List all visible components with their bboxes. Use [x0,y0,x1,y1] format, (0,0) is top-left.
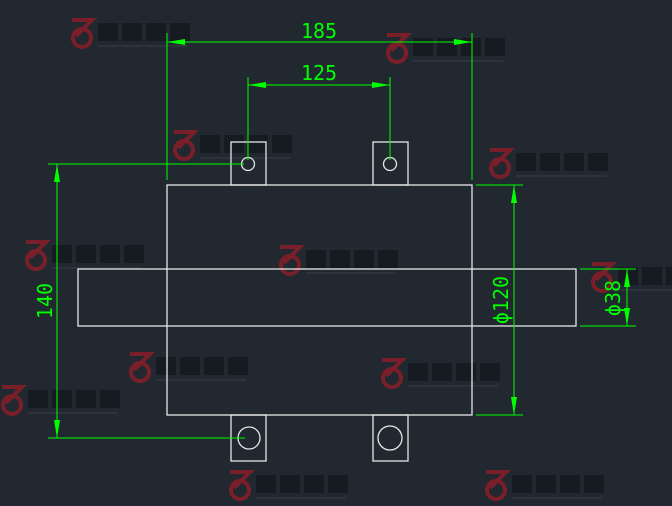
shaft-outline [77,268,577,327]
dimension-text-125: 125 [301,61,337,85]
arrow-icon [54,420,60,438]
watermark [71,18,190,49]
watermark [229,470,348,501]
arrow-icon [624,308,630,326]
watermarks [1,18,672,501]
main-body-outline [166,184,473,416]
arrow-icon [624,269,630,287]
bottom-right-hole [377,425,403,451]
watermark [386,33,505,64]
dimension-text-185: 185 [301,19,337,43]
watermark [591,262,672,293]
watermark [489,148,608,179]
dimension-text-phi38: ϕ38 [601,280,625,316]
watermark [279,245,398,276]
dimension-185: 185 [166,19,473,180]
arrow-icon [511,397,517,415]
arrow-icon [54,164,60,182]
watermark [25,240,144,271]
watermark [1,385,120,416]
watermark [173,130,292,161]
watermark [381,358,500,389]
dimension-text-phi120: ϕ120 [489,276,513,324]
dimension-125: 125 [247,61,391,160]
dimension-text-140: 140 [33,283,57,319]
watermark [485,470,604,501]
arrow-icon [248,82,266,88]
arrow-icon [372,82,390,88]
arrow-icon [167,39,185,45]
dimension-140: 140 [33,163,245,439]
dimension-phi38: ϕ38 [580,268,636,327]
dimension-phi120: ϕ120 [476,184,523,416]
arrow-icon [511,185,517,203]
arrow-icon [454,39,472,45]
watermark [129,352,248,383]
bottom-right-lug [372,414,409,462]
